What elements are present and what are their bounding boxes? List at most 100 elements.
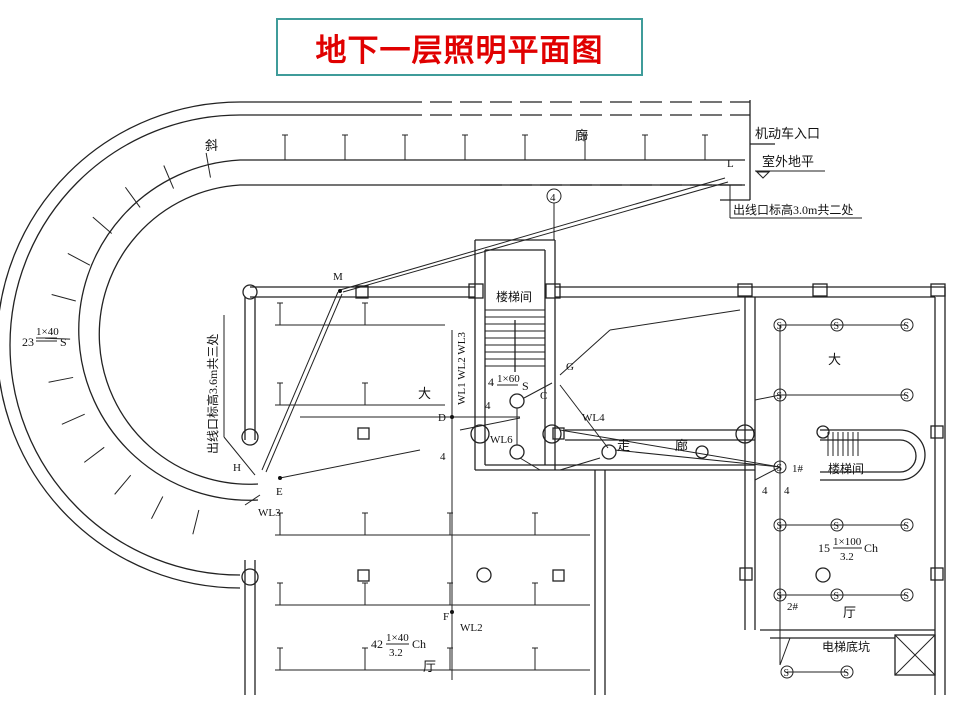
hall-right-label: 厅 [843, 605, 856, 620]
ramp-lamp [163, 165, 175, 189]
s-lamp-icon [900, 588, 914, 602]
hall-left-label: 厅 [423, 659, 436, 674]
fixture-spec-hall-right: 15 1×100 3.2 Ch [818, 536, 878, 563]
stair-count: 4 [488, 375, 494, 389]
count-4c: 4 [762, 485, 768, 497]
ramp-label-1: 斜 [205, 138, 218, 153]
panel-1: 1# [792, 463, 804, 475]
elevator-pit-label: 电梯底坑 [822, 639, 870, 654]
hall-big-left: 大 [418, 386, 431, 401]
point-D: D [438, 412, 446, 424]
s-lamp-symbol: S [777, 463, 783, 474]
left-stair-treads [485, 309, 545, 372]
hall-right-count: 15 [818, 541, 830, 555]
ramp-lamp [114, 474, 132, 495]
fluorescent-lamp-rows [275, 302, 590, 671]
corridor-label-1: 走 [617, 438, 630, 453]
s-lamp-icon [830, 518, 844, 532]
s-lamp-symbol: S [904, 521, 910, 532]
ramp-lamp [83, 446, 105, 463]
wl123-label: WL1 WL2 WL3 [456, 332, 468, 405]
stair-label-left: 楼梯间 [496, 289, 532, 304]
ramp-lamp [61, 413, 85, 425]
stair-mount: S [522, 379, 529, 393]
ramp-lamp [151, 496, 164, 519]
stair-spec: 1×60 [497, 373, 520, 385]
wl3-label: WL3 [258, 507, 281, 519]
wl4-label: WL4 [582, 412, 605, 424]
count-4a: 4 [485, 400, 491, 412]
count-4d: 4 [784, 485, 790, 497]
ramp-lamp [67, 253, 91, 266]
s-lamp-group: S S S S S S S S S S S S S S [773, 318, 914, 679]
ramp-mount: S [60, 335, 67, 349]
hall-big-right: 大 [828, 352, 841, 367]
axis-label-4: 4 [550, 192, 556, 204]
outlet-note-left: 出线口标高3.6m共三处 [205, 334, 220, 454]
panel-2: 2# [787, 601, 799, 613]
point-H: H [233, 462, 241, 474]
s-lamp-symbol: S [904, 591, 910, 602]
ramp-lamp [205, 152, 211, 178]
title-box: 地下一层照明平面图 [276, 18, 643, 76]
s-lamp-symbol: S [834, 521, 840, 532]
ramp-lamp [92, 216, 113, 234]
page-title: 地下一层照明平面图 [315, 32, 604, 69]
wl2-label: WL2 [460, 622, 483, 634]
count-4b: 4 [440, 451, 446, 463]
s-lamp-icon [780, 665, 794, 679]
ramp-walls [0, 100, 751, 589]
fixture-spec-ramp: 23 1×40 S [22, 326, 67, 349]
point-M: M [333, 271, 343, 283]
ramp-lamp-group [45, 134, 708, 535]
s-lamp-icon [900, 318, 914, 332]
s-lamp-symbol: S [904, 391, 910, 402]
hall-left-spec: 1×40 [386, 632, 409, 644]
hall-right-height: 3.2 [840, 551, 854, 563]
point-F: F [443, 611, 449, 623]
hall-right-spec: 1×100 [833, 536, 862, 548]
ramp-label-2: 廊 [575, 128, 588, 143]
ramp-lamp [48, 376, 74, 383]
point-E: E [276, 486, 283, 498]
vehicle-entrance-label: 机动车入口 [755, 126, 820, 141]
s-lamp-symbol: S [784, 668, 790, 679]
s-lamp-symbol: S [904, 321, 910, 332]
hall-left-mount: Ch [412, 637, 426, 651]
s-lamp-symbol: S [834, 321, 840, 332]
point-L: L [727, 158, 734, 170]
labels: 斜 廊 机动车入口 室外地平 出线口标高3.0m共二处 出线口标高3.6m共三处… [205, 126, 870, 674]
ramp-spec: 1×40 [36, 326, 59, 338]
building-walls [241, 239, 946, 695]
s-lamp-icon [830, 588, 844, 602]
ramp-lamp [51, 294, 76, 302]
s-lamp-symbol: S [777, 521, 783, 532]
s-lamp-symbol: S [777, 391, 783, 402]
fixture-spec-stair: 4 1×60 S [488, 373, 529, 393]
outdoor-grade-label: 室外地平 [762, 154, 814, 169]
s-lamp-icon [900, 518, 914, 532]
point-C: C [540, 390, 547, 402]
wiring [244, 177, 791, 680]
hall-right-mount: Ch [864, 541, 878, 555]
corridor-label-2: 廊 [675, 438, 688, 453]
outlet-note-right: 出线口标高3.0m共二处 [733, 202, 853, 217]
fixture-spec-hall-left: 42 1×40 3.2 Ch [371, 632, 426, 659]
s-lamp-icon [900, 388, 914, 402]
ramp-count: 23 [22, 335, 34, 349]
right-stair-treads [827, 432, 859, 456]
s-lamp-symbol: S [777, 591, 783, 602]
s-lamp-icon [830, 318, 844, 332]
point-G: G [566, 361, 574, 373]
s-lamp-icon [840, 665, 854, 679]
stair-label-right: 楼梯间 [828, 461, 864, 476]
hall-left-height: 3.2 [389, 647, 403, 659]
s-lamp-symbol: S [834, 591, 840, 602]
s-lamp-symbol: S [844, 668, 850, 679]
hall-left-count: 42 [371, 637, 383, 651]
ramp-lamp [124, 186, 141, 208]
ramp-lamp [192, 509, 200, 535]
s-lamp-symbol: S [777, 321, 783, 332]
wl6-label: WL6 [490, 434, 513, 446]
